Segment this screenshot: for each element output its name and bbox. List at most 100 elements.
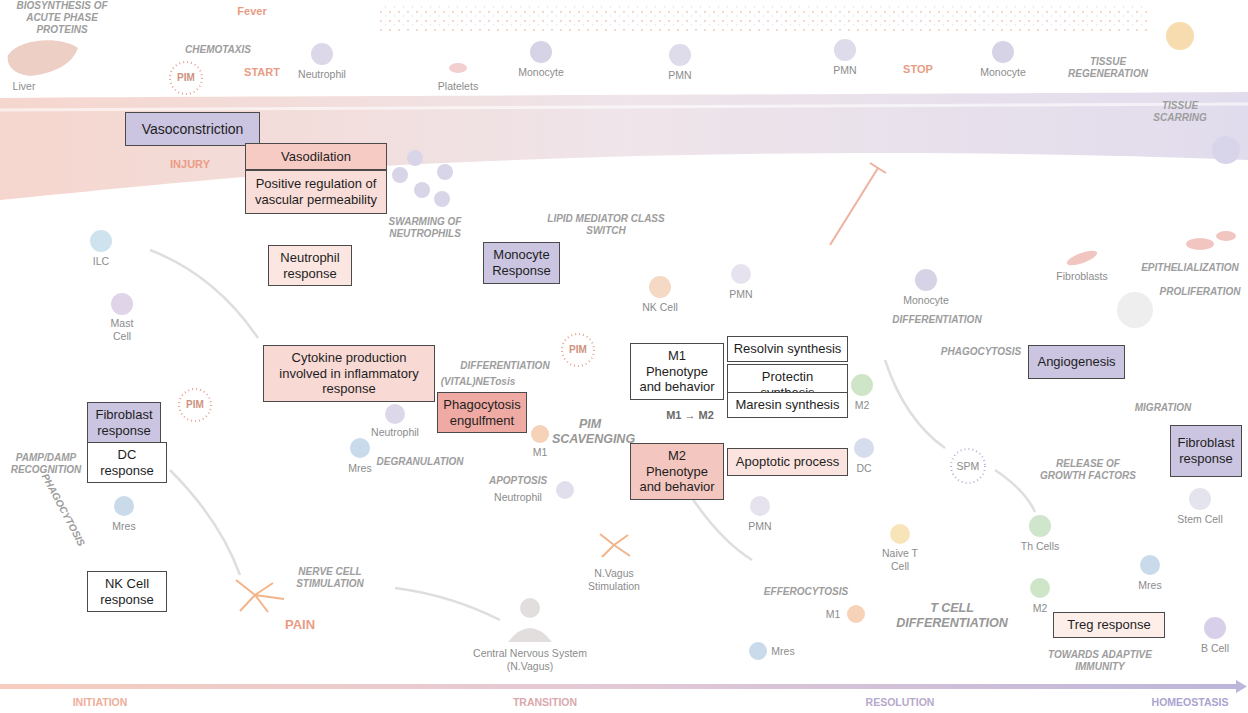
cell-label: Monocyte [903,294,949,307]
cell-label: Monocyte [980,66,1026,79]
cell-label: Neutrophil [298,68,346,81]
flow-curve [150,250,258,338]
stem-cell [1189,488,1211,510]
event-label: START [244,66,280,79]
mediator-label: PIM [186,399,204,411]
cell-label: DC [856,462,871,475]
box-label: Resolvin synthesis [733,341,842,357]
flow-curve [690,495,752,560]
box-label: Positive regulation of vascular permeabi… [251,176,381,207]
process-annotation: (VITAL)NETosis [441,376,515,388]
neutrophil-cell [434,191,450,207]
mast-cell [111,293,133,315]
pmn-cell [834,39,856,61]
process-annotation: TISSUE SCARRING [1145,100,1215,124]
neutrophil-cell [414,182,430,198]
timeline-arrowhead [1236,680,1247,693]
person-body [508,628,552,642]
mres-cell [114,496,134,516]
cell-label: Neutrophil [494,491,542,504]
vagus-nerve [600,534,630,557]
process-box: M1 Phenotype and behavior [630,343,724,400]
neutrophil-cell [392,167,408,183]
m1-cell [531,425,549,443]
cell-label: M1 → M2 [666,409,714,422]
box-label: M1 Phenotype and behavior [636,348,718,395]
process-annotation: DIFFERENTIATION [460,360,549,372]
process-annotation: LIPID MEDIATOR CLASS SWITCH [546,213,666,237]
process-annotation: TOWARDS ADAPTIVE IMMUNITY [1045,649,1155,673]
phase-label: HOMEOSTASIS [1152,696,1229,709]
cell-label: PMN [748,520,771,533]
pmn-cell [669,44,691,66]
cell-label: Platelets [438,80,478,93]
dc-cell [854,438,874,458]
flow-curve [995,470,1035,512]
process-annotation: DIFFERENTIATION [892,314,981,326]
mres-cell [350,438,370,458]
box-label: Monocyte Response [489,247,554,278]
box-label: Maresin synthesis [733,397,842,413]
pim-cloud [170,62,202,94]
nerve-cell [236,580,284,612]
process-annotation: T CELL DIFFERENTIATION [887,601,1017,631]
monocyte-cell [915,269,937,291]
neutrophil-cell [385,404,405,424]
nerve-branches [600,534,630,557]
event-label: Fever [237,5,266,18]
cell-label: Mres [348,462,371,475]
cell-label: PMN [729,288,752,301]
process-box: Maresin synthesis [727,392,848,418]
process-box: Apoptotic process [727,448,848,476]
cell-label: M1 [826,608,841,621]
process-arrows [150,250,1035,620]
platelet-cell [449,63,467,73]
tissue-cell [1117,292,1153,328]
box-label: Fibroblast response [93,407,155,438]
box-label: Vasodilation [251,149,381,165]
process-annotation: EPITHELIALIZATION [1141,262,1239,274]
cell-label: Mres [1138,579,1161,592]
mres-cell [749,642,767,660]
pmn-cell [750,496,770,516]
nk-cell [649,276,671,298]
cell-label: Th Cells [1021,540,1060,553]
cell-label: Mres [771,645,794,658]
cell-label: M2 [855,399,870,412]
process-annotation: PIM SCAVENGING [552,417,628,447]
monocyte-cell [992,41,1014,63]
apoptotic-neutrophil [556,481,574,499]
box-label: Phagocytosis engulfment [443,397,521,428]
event-label: INJURY [170,158,210,171]
box-label: Neutrophil response [274,250,346,281]
cell-label: SPM [957,460,980,473]
cell-label: Mres [112,520,135,533]
process-annotation: NERVE CELL STIMULATION [285,566,375,590]
b-cell [1204,617,1226,639]
fibroblast-cell [1065,248,1098,268]
process-annotation: RELEASE OF GROWTH FACTORS [1033,458,1143,482]
neutrophil-cell [407,150,423,166]
pim-cloud [179,389,211,421]
cell-label: Fibroblasts [1056,270,1107,283]
monocyte-cell [530,41,552,63]
box-label: NK Cell response [93,576,161,607]
process-box: Resolvin synthesis [727,336,848,362]
cell-label: PMN [668,69,691,82]
process-box: Vasodilation [245,143,387,170]
blood-vessel [0,92,1248,200]
box-label: DC response [93,447,161,478]
ilc-cell [90,230,112,252]
epithelial-cell [1216,231,1236,241]
process-annotation: BIOSYNTHESIS OF ACUTE PHASE PROTEINS [8,0,116,36]
pim-cloud [562,334,594,366]
process-box: Cytokine production involved in inflamma… [263,345,435,402]
process-annotation: PHAGOCYTOSIS [39,472,87,549]
event-label: STOP [903,63,933,76]
vessel-wall [0,104,1248,110]
cell-label: B Cell [1201,642,1229,655]
cell-label: Mast Cell [102,317,142,342]
th-cell [1029,515,1051,537]
